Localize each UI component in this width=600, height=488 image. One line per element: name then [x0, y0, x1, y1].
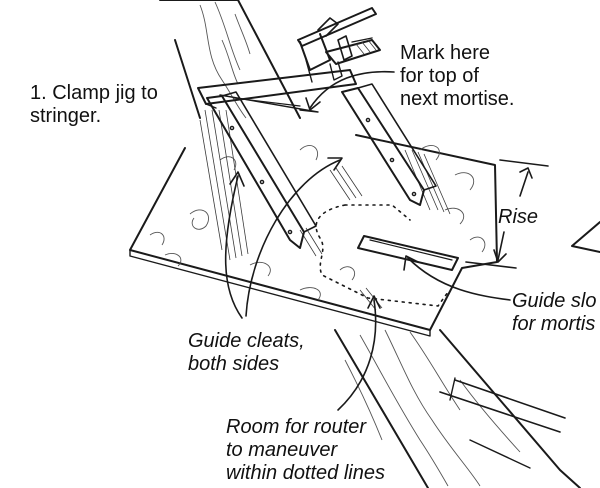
leader-lines [224, 70, 511, 411]
mark-here-label: Mark here for top of next mortise. [400, 42, 515, 110]
guide-cleats-label: Guide cleats, both sides [188, 330, 305, 375]
bar-clamp-icon [297, 7, 381, 83]
guide-cleat [341, 83, 437, 206]
jig-crosspiece [197, 69, 357, 113]
mortise-slot [357, 235, 459, 271]
adjacent-jig [571, 221, 600, 253]
clamp-jig-label: 1. Clamp jig to stringer. [30, 82, 158, 127]
jig-base-plate [129, 134, 498, 337]
rise-label: Rise [498, 206, 539, 228]
guide-slot-label: Guide slo for mortis [512, 290, 597, 335]
rise-dimension [465, 159, 549, 269]
stringer-board [159, 0, 581, 488]
shading [199, 109, 451, 311]
guide-cleat [206, 91, 317, 249]
room-for-router-label: Room for router to maneuver within dotte… [226, 416, 385, 484]
